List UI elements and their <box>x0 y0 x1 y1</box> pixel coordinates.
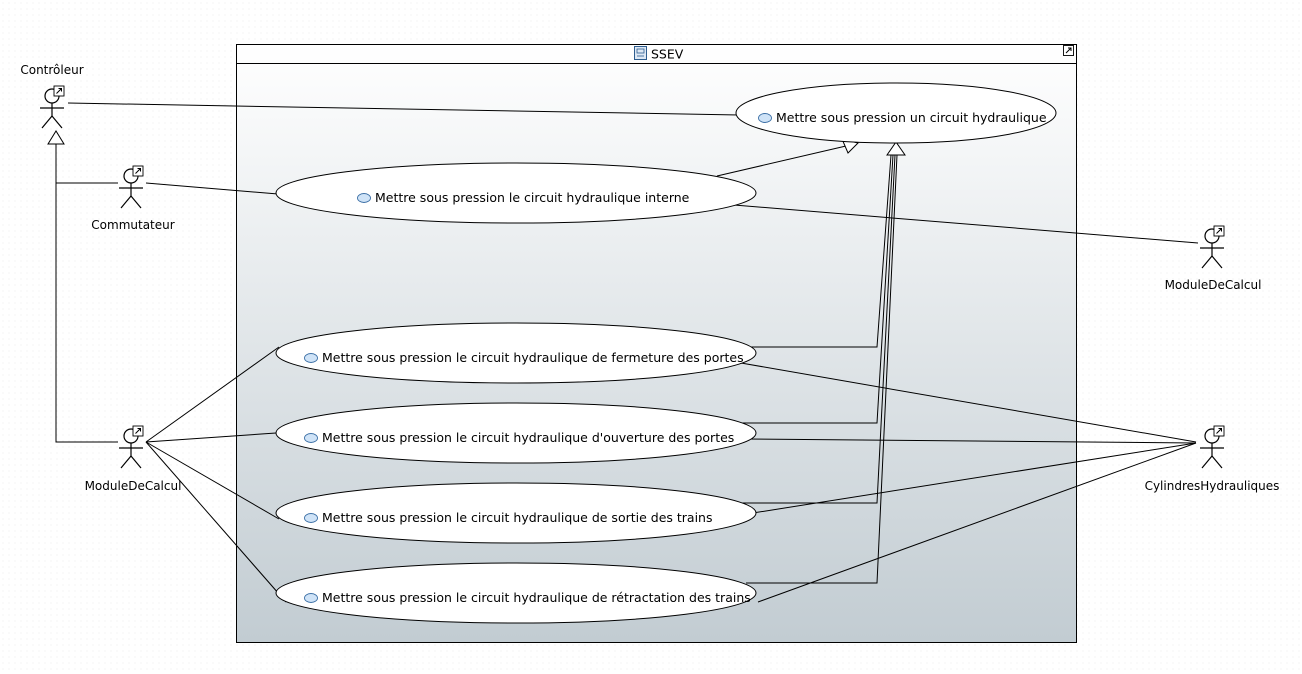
actor-moduledecalcul-left[interactable]: ModuleDeCalcul <box>85 425 182 493</box>
actor-moduledecalcul-right[interactable]: ModuleDeCalcul <box>1165 225 1262 292</box>
usecase-interne[interactable]: Mettre sous pression le circuit hydrauli… <box>275 162 757 224</box>
association-module-retractation <box>145 441 287 603</box>
actor-icon <box>118 425 144 469</box>
associations <box>67 102 1199 603</box>
use-case-ellipse-icon <box>304 513 318 523</box>
association-controleur-main <box>67 102 740 116</box>
usecase-ouverture[interactable]: Mettre sous pression le circuit hydrauli… <box>275 402 757 464</box>
shortcut-arrow-icon <box>1063 45 1074 56</box>
actor-cylindreshydrauliques[interactable]: CylindresHydrauliques <box>1145 425 1280 493</box>
actor-label: ModuleDeCalcul <box>85 479 182 493</box>
usecase-generalizations <box>710 138 906 584</box>
actor-icon <box>39 85 65 129</box>
use-case-ellipse-icon <box>304 353 318 363</box>
actor-icon <box>1199 425 1225 469</box>
association-module-fermeture <box>145 346 280 443</box>
use-case-ellipse-icon <box>304 433 318 443</box>
actor-label: ModuleDeCalcul <box>1165 278 1262 292</box>
association-module-sortie <box>145 441 280 520</box>
usecase-label: Mettre sous pression un circuit hydrauli… <box>776 110 1047 125</box>
usecase-fermeture[interactable]: Mettre sous pression le circuit hydrauli… <box>275 322 757 384</box>
usecase-label: Mettre sous pression le circuit hydrauli… <box>375 190 690 205</box>
association-commutateur-interne <box>145 182 279 195</box>
actor-commutateur[interactable]: Commutateur <box>91 165 175 232</box>
usecase-sortie[interactable]: Mettre sous pression le circuit hydrauli… <box>275 482 757 544</box>
generalization-arrowhead <box>886 141 906 156</box>
association-interne-modulecalcul <box>733 204 1199 244</box>
use-case-ellipse-icon <box>758 113 772 123</box>
use-case-ellipse-icon <box>304 593 318 603</box>
actor-icon <box>1199 225 1225 269</box>
usecase-main[interactable]: Mettre sous pression un circuit hydrauli… <box>735 82 1057 144</box>
actor-generalization <box>47 130 118 443</box>
association-retractation-cylindres <box>757 442 1197 603</box>
association-ouverture-cylindres <box>745 438 1197 444</box>
use-case-ellipse-icon <box>357 193 371 203</box>
association-fermeture-cylindres <box>740 362 1197 443</box>
usecase-label: Mettre sous pression le circuit hydrauli… <box>322 350 744 365</box>
actor-controleur[interactable]: Contrôleur <box>20 63 84 129</box>
generalization-arrowhead <box>47 130 65 145</box>
usecase-label: Mettre sous pression le circuit hydrauli… <box>322 590 751 605</box>
usecase-label: Mettre sous pression le circuit hydrauli… <box>322 510 713 525</box>
usecase-retractation[interactable]: Mettre sous pression le circuit hydrauli… <box>275 562 757 624</box>
system-title: SSEV <box>651 47 684 62</box>
subsystem-icon <box>634 46 647 60</box>
usecase-label: Mettre sous pression le circuit hydrauli… <box>322 430 734 445</box>
actor-label: Contrôleur <box>20 63 83 77</box>
actor-icon <box>118 165 144 209</box>
association-module-ouverture <box>145 432 277 443</box>
actor-label: CylindresHydrauliques <box>1145 479 1280 493</box>
actor-label: Commutateur <box>91 218 174 232</box>
association-sortie-cylindres <box>714 442 1197 520</box>
